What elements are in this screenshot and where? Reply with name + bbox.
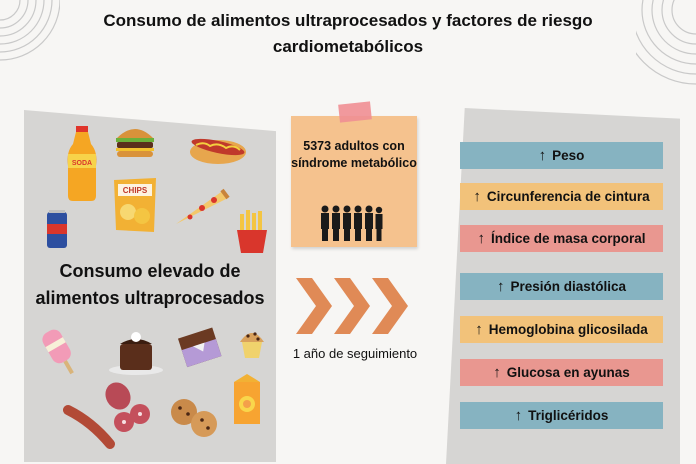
pizza-slice-icon (176, 188, 230, 224)
cookies-icon (171, 399, 217, 437)
sausage-icon (63, 405, 115, 449)
factor-label: Circunferencia de cintura (486, 189, 650, 204)
corner-rings-right-decoration (636, 0, 696, 85)
up-arrow-icon: ↑ (538, 147, 547, 164)
progression-chevrons-icon (296, 278, 408, 334)
factor-imc: ↑ Índice de masa corporal (460, 225, 663, 252)
exposure-label: Consumo elevado de alimentos ultraproces… (35, 261, 265, 308)
people-group-icon (321, 205, 383, 241)
chocolate-bar-icon (177, 327, 222, 368)
cohort-label: 5373 adultos con síndrome metabólico (291, 139, 417, 170)
factor-circunferencia-cintura: ↑ Circunferencia de cintura (460, 183, 663, 210)
chocolate-cake-icon (109, 332, 163, 375)
factor-label: Triglicéridos (528, 408, 609, 423)
salami-icon (105, 382, 150, 432)
soda-bottle-icon: SODA (67, 126, 97, 201)
sticky-tape (338, 101, 372, 123)
corner-rings-left-decoration (0, 0, 60, 61)
factor-hemoglobina-glicosilada: ↑ Hemoglobina glicosilada (460, 316, 663, 343)
up-arrow-icon: ↑ (493, 364, 501, 381)
up-arrow-icon: ↑ (477, 230, 485, 247)
factor-label: Presión diastólica (510, 279, 627, 294)
muffin-icon (240, 332, 264, 358)
soda-can-icon (47, 210, 67, 248)
chips-bag-icon: CHIPS (114, 178, 156, 232)
french-fries-icon (237, 210, 267, 253)
factor-presion-diastolica: ↑ Presión diastólica (460, 273, 663, 300)
factor-label: Índice de masa corporal (490, 231, 646, 246)
follow-up-label: 1 año de seguimiento (292, 346, 418, 361)
juice-carton-icon (234, 374, 260, 424)
page-title: Consumo de alimentos ultraprocesados y f… (103, 11, 593, 56)
factor-trigliceridos: ↑ Triglicéridos (460, 402, 663, 429)
up-arrow-icon: ↑ (496, 278, 505, 295)
factor-label: Glucosa en ayunas (506, 365, 630, 380)
soda-label-text: SODA (72, 160, 92, 167)
factor-glucosa-ayunas: ↑ Glucosa en ayunas (460, 359, 663, 386)
hot-dog-icon (190, 138, 246, 164)
factor-label: Hemoglobina glicosilada (488, 322, 648, 337)
up-arrow-icon: ↑ (473, 188, 481, 205)
burger-icon (116, 129, 154, 157)
factor-peso: ↑ Peso (460, 142, 663, 169)
factor-label: Peso (552, 148, 585, 163)
up-arrow-icon: ↑ (475, 321, 483, 338)
popsicle-icon (42, 329, 74, 375)
chips-label-text: CHIPS (123, 186, 148, 195)
up-arrow-icon: ↑ (514, 407, 523, 424)
